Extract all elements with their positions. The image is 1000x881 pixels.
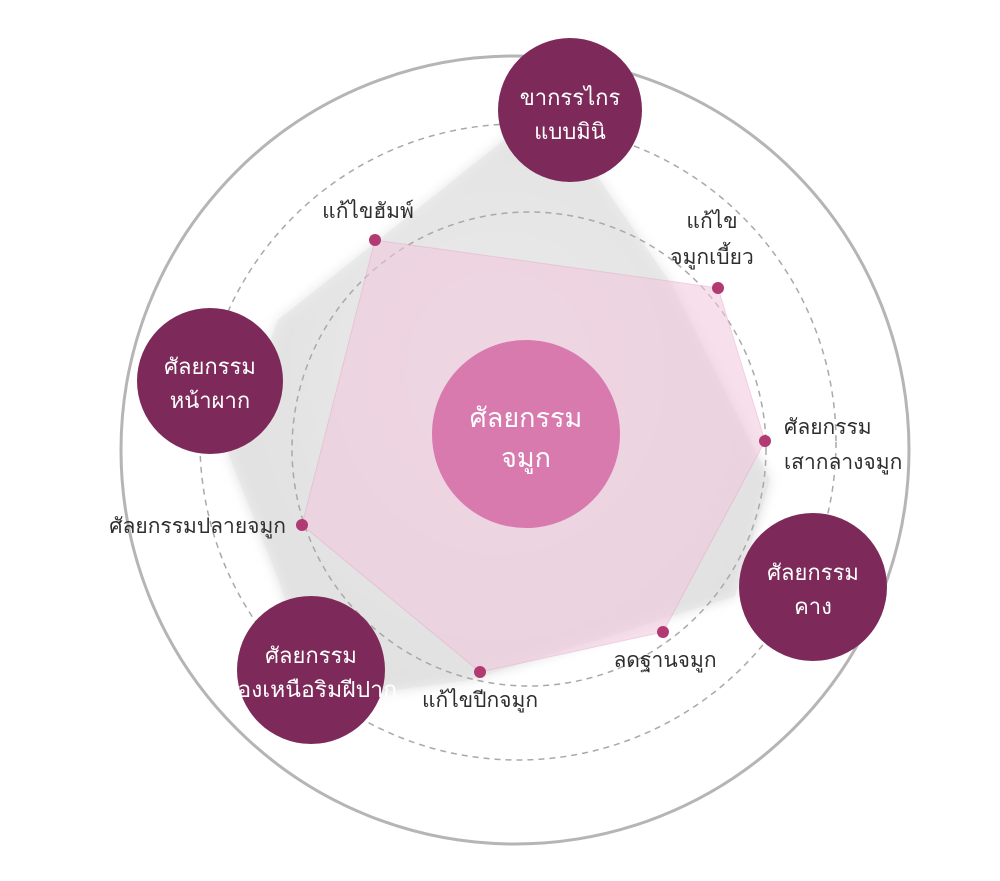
point-base-reduction (657, 626, 669, 638)
point-columella (759, 435, 771, 447)
bubble-chin-line1: ศัลยกรรม (767, 561, 859, 586)
label-alar: แก้ไขปีกจมูก (422, 688, 538, 713)
bubble-chin: ศัลยกรรม คาง (739, 513, 887, 661)
bubble-forehead-line2: หน้าผาก (170, 389, 250, 414)
label-columella-line2: เสากลางจมูก (784, 450, 902, 475)
center-circle (432, 340, 620, 528)
label-tip: ศัลยกรรมปลายจมูก (109, 514, 286, 539)
bubble-mini-jaw-line2: แบบมินิ (534, 120, 606, 145)
center-label-line2: จมูก (501, 443, 551, 474)
bubble-philtrum-line2: ร่องเหนือริมฝีปาก (225, 678, 397, 703)
bubble-chin-line2: คาง (794, 595, 832, 620)
point-deviated (712, 282, 724, 294)
dashed-ring-inner (291, 211, 767, 687)
label-hump: แก้ไขฮัมพ์ (322, 199, 414, 223)
point-tip (296, 519, 308, 531)
point-hump (369, 234, 381, 246)
center-label-line1: ศัลยกรรม (470, 403, 583, 434)
bubble-mini-jaw-line1: ขากรรไกร (520, 85, 621, 111)
bubble-mini-jaw: ขากรรไกร แบบมินิ (498, 38, 642, 182)
label-deviated-line1: แก้ไข (686, 209, 737, 233)
label-deviated-line2: จมูกเบี้ยว (670, 242, 753, 270)
bubble-forehead-line1: ศัลยกรรม (164, 355, 256, 380)
bubble-philtrum: ศัลยกรรม ร่องเหนือริมฝีปาก (225, 596, 397, 744)
bubble-philtrum-line1: ศัลยกรรม (265, 644, 357, 669)
label-base-reduction: ลดฐานจมูก (613, 648, 716, 673)
point-alar (474, 666, 486, 678)
bubble-forehead: ศัลยกรรม หน้าผาก (137, 308, 283, 454)
label-columella-line1: ศัลยกรรม (784, 415, 872, 439)
